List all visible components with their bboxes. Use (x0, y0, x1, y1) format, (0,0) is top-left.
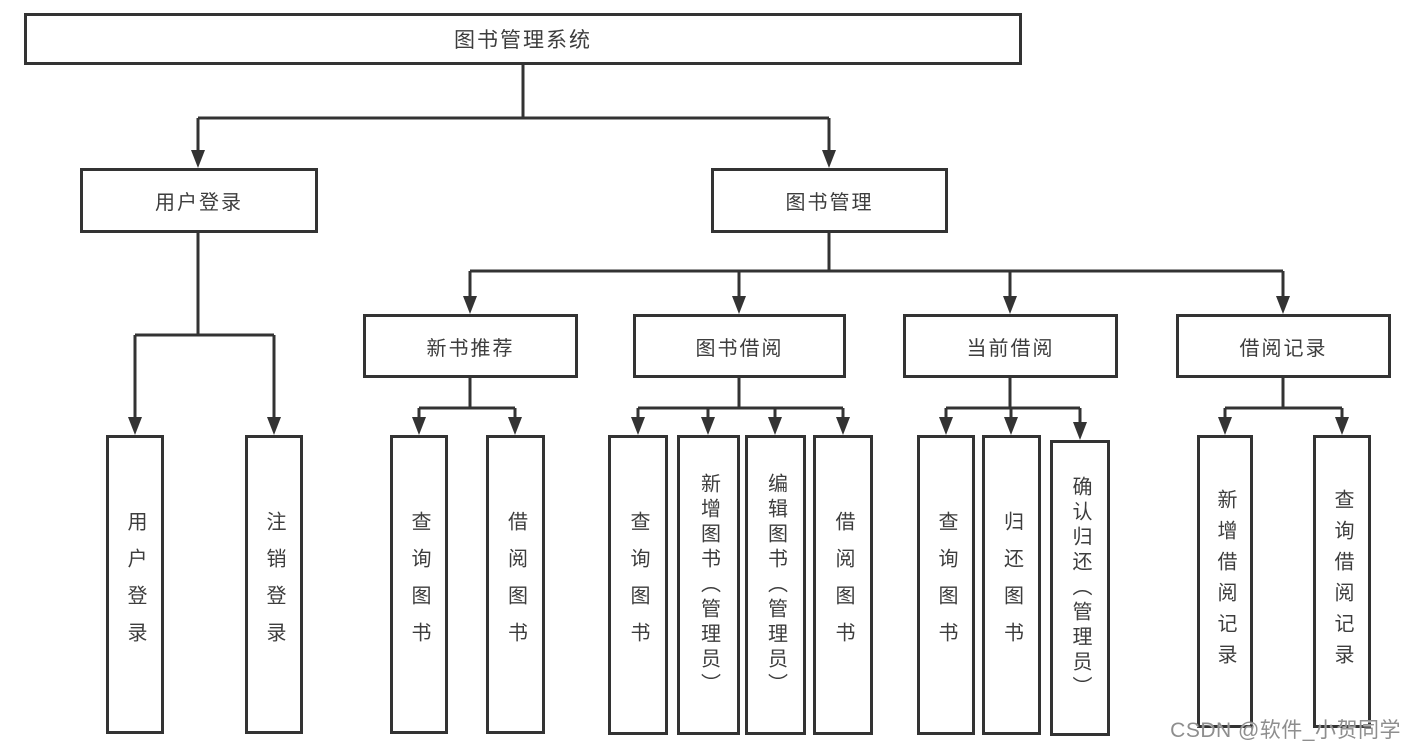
node-user-login: 用户登录 (80, 168, 318, 233)
connector-current-borrow-children (939, 378, 1087, 440)
node-book-borrowing: 图书借阅 (633, 314, 846, 378)
leaf-current-confirm-return-admin: 确认归还（管理员） (1050, 440, 1110, 736)
csdn-watermark: CSDN @软件_小贺同学 (1170, 719, 1401, 742)
leaf-borrow-edit-books-admin: 编辑图书（管理员） (745, 435, 806, 735)
leaf-records-query-record: 查询借阅记录 (1313, 435, 1371, 728)
connector-book-borrow-children (631, 378, 850, 435)
leaf-records-add-record: 新增借阅记录 (1197, 435, 1253, 728)
leaf-logout: 注销登录 (245, 435, 303, 734)
leaf-current-return-books: 归还图书 (982, 435, 1041, 735)
node-book-management: 图书管理 (711, 168, 948, 233)
leaf-borrow-add-books-admin: 新增图书（管理员） (677, 435, 740, 735)
leaf-user-login: 用户登录 (106, 435, 164, 734)
connector-borrow-records-children (1218, 378, 1349, 435)
node-borrow-records: 借阅记录 (1176, 314, 1391, 378)
leaf-borrow-borrow-books: 借阅图书 (813, 435, 873, 735)
connector-user-login-children (128, 233, 281, 435)
leaf-borrow-query-books: 查询图书 (608, 435, 668, 735)
connector-new-book-children (412, 378, 522, 435)
connector-root-to-level1 (191, 64, 836, 168)
connector-book-mgmt-children (463, 233, 1290, 314)
node-new-book-recommend: 新书推荐 (363, 314, 578, 378)
leaf-current-query-books: 查询图书 (917, 435, 975, 735)
node-root-system: 图书管理系统 (24, 13, 1022, 65)
leaf-newrec-query-books: 查询图书 (390, 435, 448, 734)
node-current-borrowing: 当前借阅 (903, 314, 1118, 378)
leaf-newrec-borrow-books: 借阅图书 (486, 435, 545, 734)
